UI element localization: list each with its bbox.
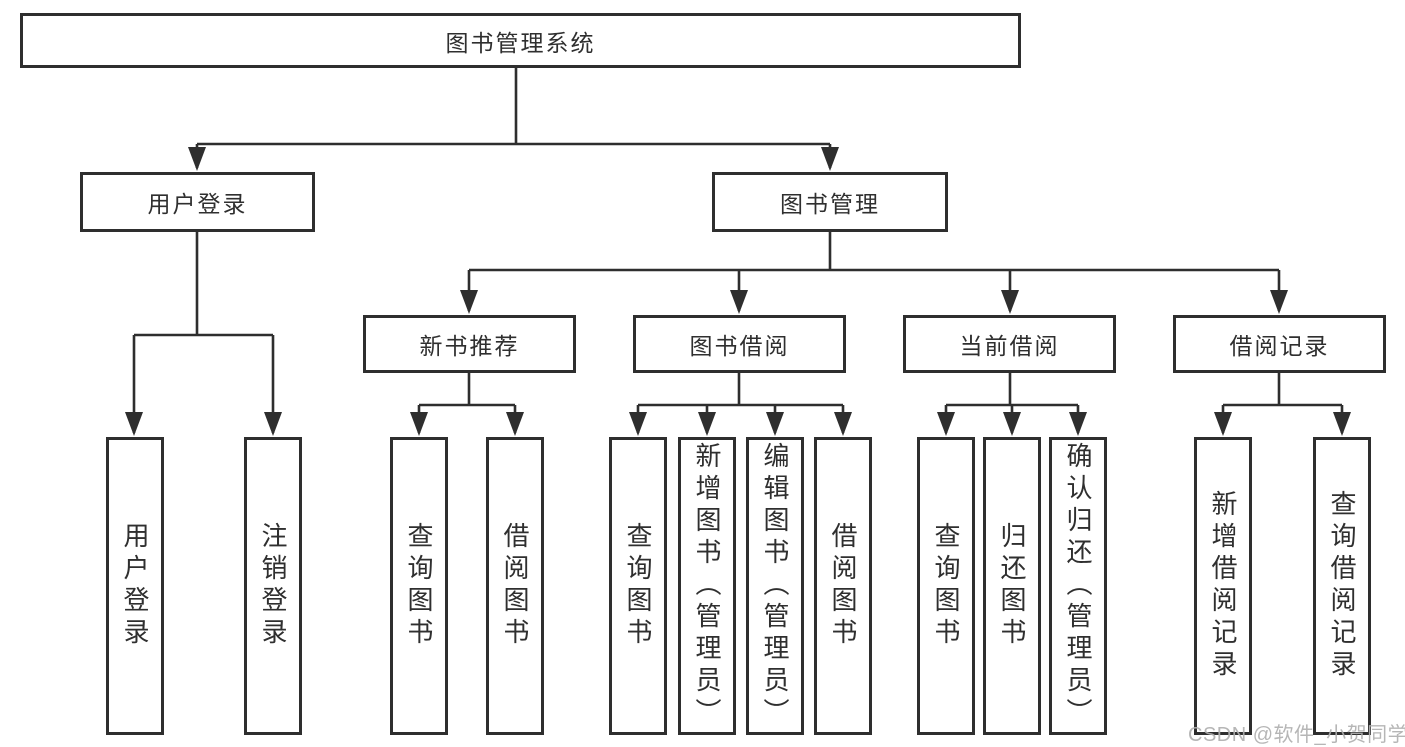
arrow-down-icon [264,412,282,436]
arrow-down-icon [730,290,748,314]
arrow-down-icon [506,412,524,436]
node-book-borrowing: 图书借阅 [633,315,846,373]
leaf-rec-query-books: 查询图书 [390,437,448,735]
arrow-down-icon [1001,290,1019,314]
leaf-records-query-record: 查询借阅记录 [1313,437,1371,735]
arrow-down-icon [766,412,784,436]
csdn-watermark: CSDN @软件_小贺同学 [1188,724,1405,746]
leaf-borrow-borrow-books-label: 借阅图书 [828,522,858,650]
arrow-down-icon [410,412,428,436]
arrow-down-icon [1333,412,1351,436]
leaf-current-return-books-label: 归还图书 [997,522,1027,650]
leaf-rec-borrow-books: 借阅图书 [486,437,544,735]
arrow-down-icon [821,147,839,171]
arrow-down-icon [1270,290,1288,314]
node-book-management-branch: 图书管理 [712,172,948,232]
leaf-current-return-books: 归还图书 [983,437,1041,735]
node-root: 图书管理系统 [20,13,1021,68]
arrow-down-icon [1214,412,1232,436]
leaf-current-confirm-return-admin: 确认归还（管理员） [1049,437,1107,735]
arrow-down-icon [188,147,206,171]
arrow-down-icon [1003,412,1021,436]
tree-edges [132,68,1344,433]
leaf-borrow-edit-books-admin: 编辑图书（管理员） [746,437,804,735]
node-new-book-recommendation-label: 新书推荐 [419,333,520,359]
node-borrowing-records-label: 借阅记录 [1229,333,1330,359]
arrow-down-icon [698,412,716,436]
arrow-down-icon [937,412,955,436]
leaf-current-query-books-label: 查询图书 [931,522,961,650]
node-borrowing-records: 借阅记录 [1173,315,1386,373]
leaf-current-query-books: 查询图书 [917,437,975,735]
leaf-borrow-add-books-admin-label: 新增图书（管理员） [692,442,722,730]
node-new-book-recommendation: 新书推荐 [363,315,576,373]
leaf-user-login-label: 用户登录 [120,522,150,650]
node-current-borrowing-label: 当前借阅 [959,333,1060,359]
arrow-down-icon [460,290,478,314]
arrow-down-icon [629,412,647,436]
arrow-down-icon [125,412,143,436]
leaf-borrow-query-books: 查询图书 [609,437,667,735]
node-book-management-branch-label: 图书管理 [780,191,880,217]
node-book-borrowing-label: 图书借阅 [689,333,790,359]
leaf-borrow-borrow-books: 借阅图书 [814,437,872,735]
leaf-current-confirm-return-admin-label: 确认归还（管理员） [1063,442,1093,730]
leaf-rec-borrow-books-label: 借阅图书 [500,522,530,650]
leaf-records-add-record: 新增借阅记录 [1194,437,1252,735]
node-user-login-branch: 用户登录 [80,172,315,232]
node-user-login-branch-label: 用户登录 [147,191,248,217]
arrow-down-icon [1069,412,1087,436]
leaf-borrow-edit-books-admin-label: 编辑图书（管理员） [760,442,790,730]
leaf-borrow-add-books-admin: 新增图书（管理员） [678,437,736,735]
leaf-user-login: 用户登录 [106,437,164,735]
leaf-logout-label: 注销登录 [258,522,288,650]
leaf-records-add-record-label: 新增借阅记录 [1208,490,1238,682]
leaf-rec-query-books-label: 查询图书 [404,522,434,650]
leaf-logout: 注销登录 [244,437,302,735]
leaf-borrow-query-books-label: 查询图书 [623,522,653,650]
arrow-down-icon [834,412,852,436]
node-current-borrowing: 当前借阅 [903,315,1116,373]
leaf-records-query-record-label: 查询借阅记录 [1327,490,1357,682]
node-root-label: 图书管理系统 [445,29,596,56]
arrow-down-icons [125,147,1351,436]
